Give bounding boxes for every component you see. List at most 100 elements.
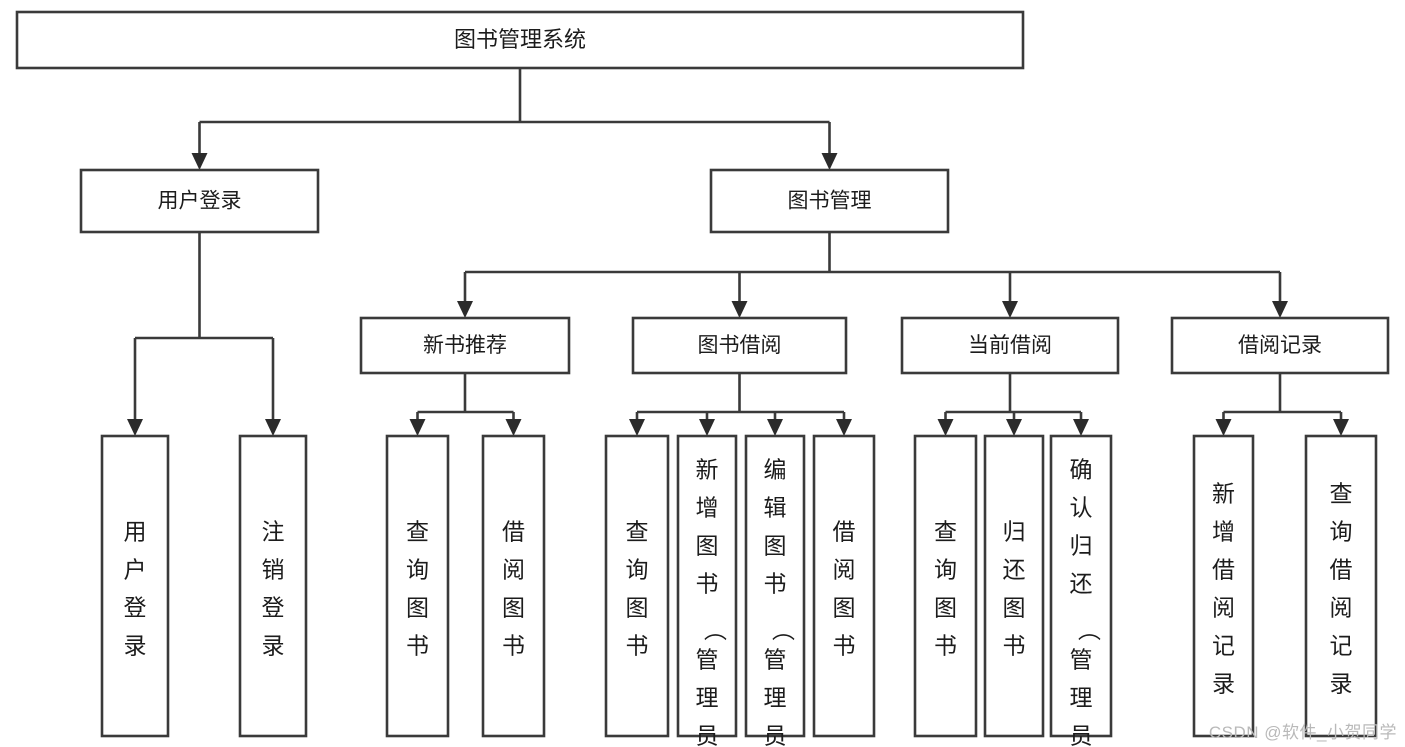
level3-node-图书借阅[interactable]: 图书借阅 (631, 316, 848, 375)
arrow-head-icon (457, 301, 473, 318)
svg-text:图: 图 (833, 595, 856, 621)
node-label: 图书借阅 (698, 334, 782, 357)
arrow-head-icon (127, 419, 143, 436)
arrow-head-icon (836, 419, 852, 436)
arrow-head-icon (767, 419, 783, 436)
node-label: 当前借阅 (968, 334, 1052, 357)
svg-text:员: 员 (696, 723, 719, 747)
arrow-head-icon (1006, 419, 1022, 436)
node-label: 借阅记录 (1238, 334, 1322, 357)
arrow-head-icon (409, 419, 426, 436)
svg-text:登: 登 (124, 595, 147, 621)
svg-text:询: 询 (1330, 519, 1353, 545)
node-label: 图书管理系统 (454, 27, 586, 52)
svg-text:增: 增 (696, 495, 719, 521)
svg-text:阅: 阅 (833, 557, 856, 583)
svg-text:理: 理 (1070, 685, 1093, 711)
arrow-head-icon (1215, 419, 1232, 436)
svg-text:图: 图 (934, 595, 957, 621)
level2-node-图书管理[interactable]: 图书管理 (709, 168, 950, 234)
svg-text:阅: 阅 (1212, 595, 1235, 621)
leaf-node-用户登录[interactable]: 用户登录 (100, 434, 170, 738)
svg-text:录: 录 (124, 633, 147, 659)
node-boxes: 图书管理系统用户登录图书管理新书推荐图书借阅当前借阅借阅记录用户登录注销登录查询… (15, 10, 1390, 747)
svg-text:书: 书 (626, 633, 649, 659)
svg-text:认: 认 (1070, 495, 1093, 521)
svg-text:归: 归 (1070, 533, 1093, 559)
svg-text:用: 用 (124, 519, 147, 545)
arrow-head-icon (505, 419, 522, 436)
svg-text:图: 图 (1003, 595, 1026, 621)
node-rect (385, 434, 450, 738)
node-rect (709, 168, 950, 234)
arrow-head-icon (731, 301, 748, 318)
svg-text:录: 录 (262, 633, 285, 659)
node-rect (238, 434, 308, 738)
root-node-图书管理系统[interactable]: 图书管理系统 (15, 10, 1025, 70)
svg-text:图: 图 (502, 595, 525, 621)
svg-text:录: 录 (1330, 671, 1353, 697)
svg-text:（: （ (1076, 618, 1102, 641)
svg-text:图: 图 (764, 533, 787, 559)
node-rect (812, 434, 876, 738)
svg-text:记: 记 (1330, 633, 1353, 659)
node-rect (1170, 316, 1390, 375)
svg-text:查: 查 (406, 519, 429, 545)
arrow-head-icon (1333, 419, 1349, 436)
svg-text:管: 管 (696, 647, 719, 673)
node-rect (1049, 434, 1113, 738)
level3-node-新书推荐[interactable]: 新书推荐 (359, 316, 571, 375)
svg-text:查: 查 (1330, 481, 1353, 507)
node-rect (900, 316, 1120, 375)
node-rect (1304, 434, 1378, 738)
node-rect (913, 434, 978, 738)
svg-text:（: （ (770, 618, 796, 641)
svg-text:阅: 阅 (502, 557, 525, 583)
arrow-head-icon (937, 419, 954, 436)
node-rect (744, 434, 806, 738)
svg-text:查: 查 (934, 519, 957, 545)
svg-text:书: 书 (696, 571, 719, 597)
svg-text:录: 录 (1212, 671, 1235, 697)
svg-text:询: 询 (406, 557, 429, 583)
svg-text:注: 注 (262, 519, 285, 545)
leaf-label: 用户登录 (124, 519, 147, 659)
arrow-head-icon (1002, 301, 1018, 318)
svg-text:书: 书 (934, 633, 957, 659)
svg-text:记: 记 (1212, 633, 1235, 659)
node-rect (481, 434, 546, 738)
arrow-head-icon (699, 419, 715, 436)
arrow-head-icon (191, 153, 208, 170)
node-rect (604, 434, 670, 738)
arrow-head-icon (629, 419, 645, 436)
svg-text:书: 书 (502, 633, 525, 659)
level3-node-借阅记录[interactable]: 借阅记录 (1170, 316, 1390, 375)
svg-text:书: 书 (833, 633, 856, 659)
node-rect (100, 434, 170, 738)
level2-node-用户登录[interactable]: 用户登录 (79, 168, 320, 234)
level3-node-当前借阅[interactable]: 当前借阅 (900, 316, 1120, 375)
svg-text:借: 借 (502, 519, 525, 545)
svg-text:（: （ (702, 618, 728, 641)
svg-text:归: 归 (1003, 519, 1026, 545)
